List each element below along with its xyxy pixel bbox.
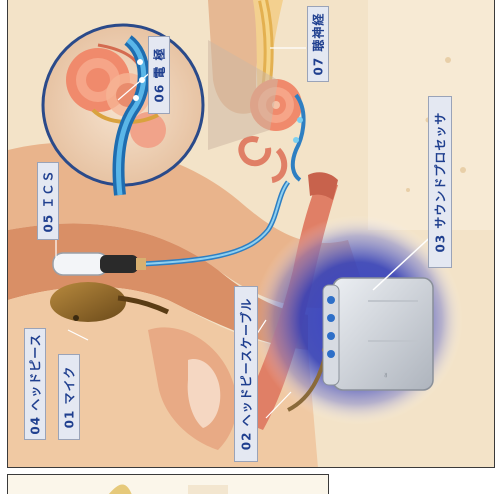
label-headpiece: 04 ヘッドピース [24,328,46,440]
label-sound-processor-text: 03 サウンドプロセッサ [432,112,449,253]
next-figure-frame [7,474,329,494]
label-electrode: 06 電 極 [148,36,170,114]
label-ics: 05 ＩＣＳ [37,162,59,240]
next-figure-preview [8,475,329,494]
label-ics-text: 05 ＩＣＳ [40,170,57,233]
label-auditory-nerve: 07 聴神経 [307,6,329,82]
label-sound-processor: 03 サウンドプロセッサ [428,96,452,268]
label-microphone-text: 01 マイク [61,366,78,429]
figure-frame: ≈ 07 聴神経 06 電 極 03 サウンドプロセッサ 05 ＩＣＳ 02 ヘ… [7,0,495,468]
label-headpiece-text: 04 ヘッドピース [27,333,44,434]
label-auditory-nerve-text: 07 聴神経 [310,13,327,76]
label-headpiece-cable: 02 ヘッドピースケーブル [234,286,258,462]
label-headpiece-cable-text: 02 ヘッドピースケーブル [238,298,255,451]
svg-text:≈: ≈ [382,372,390,378]
label-electrode-text: 06 電 極 [151,47,168,102]
label-microphone: 01 マイク [58,354,80,440]
